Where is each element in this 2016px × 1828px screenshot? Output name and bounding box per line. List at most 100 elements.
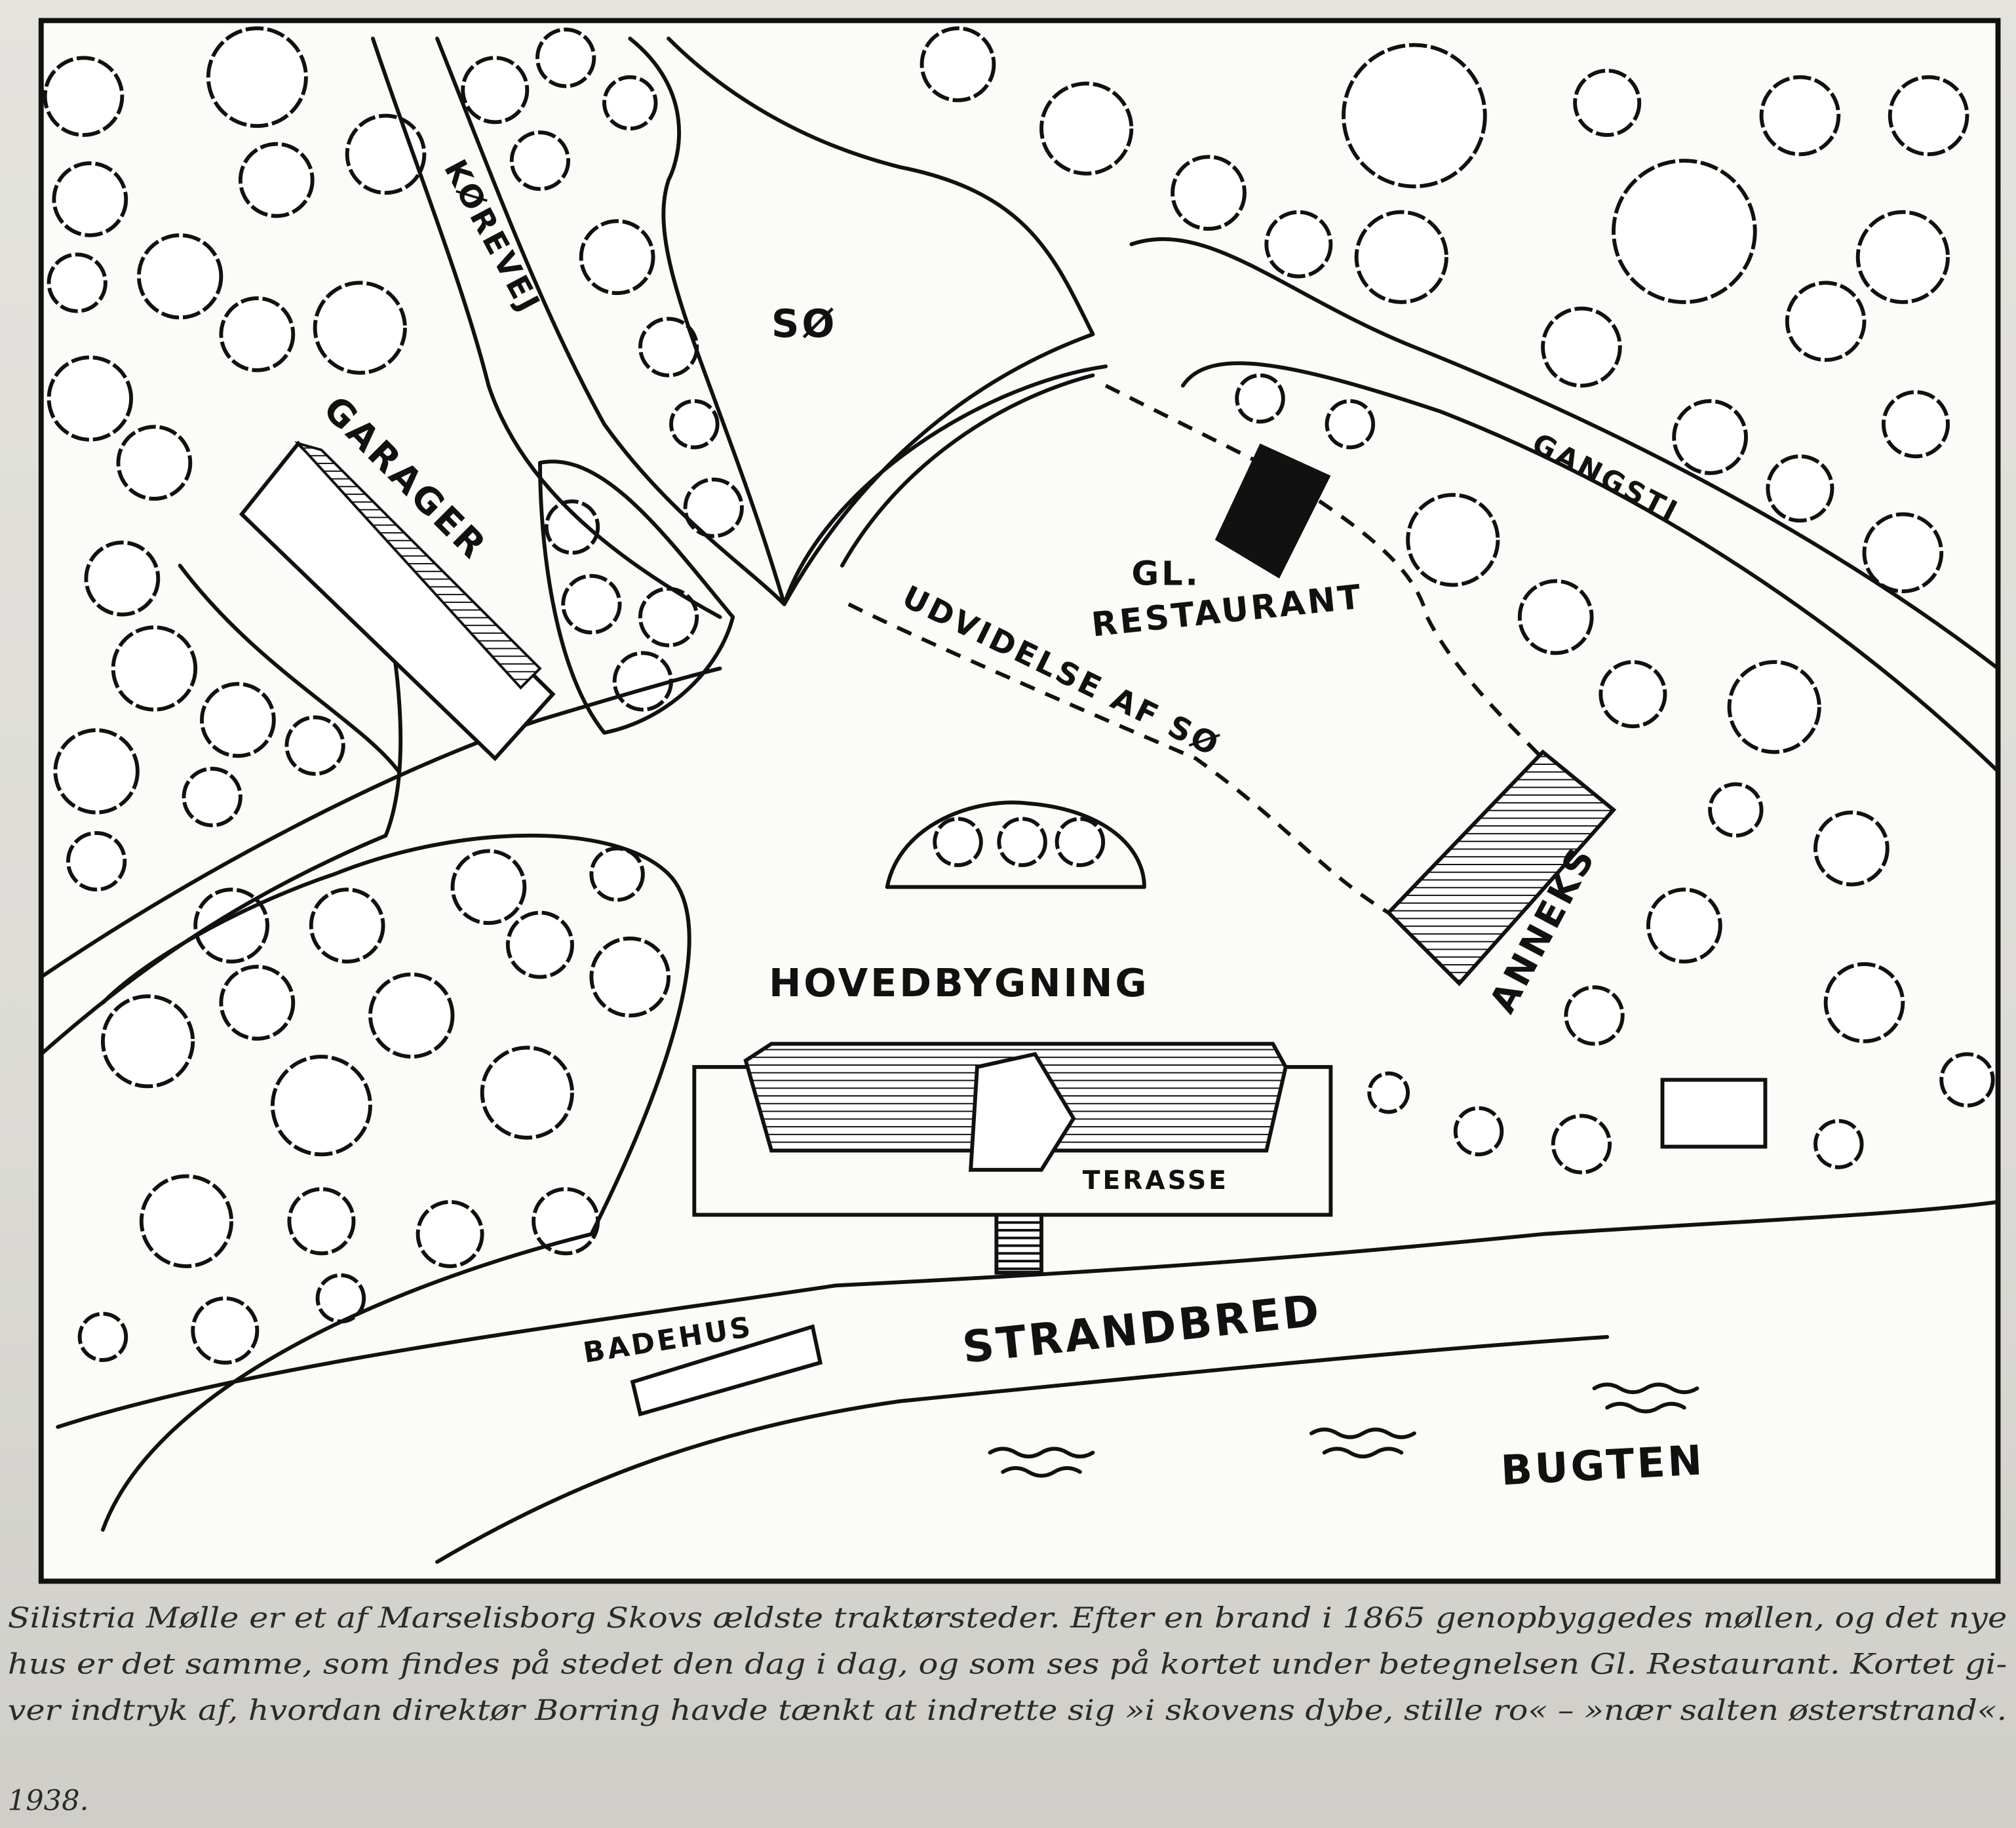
tree-icon xyxy=(544,499,600,555)
tree-icon xyxy=(1325,399,1376,450)
water-waves xyxy=(988,1382,1699,1478)
tree-icon xyxy=(1599,660,1667,729)
tree-icon xyxy=(612,651,673,712)
old-restaurant-building xyxy=(1214,443,1331,579)
tree-icon xyxy=(589,936,671,1018)
path-to-lake xyxy=(782,364,1108,606)
caption-line-3: ver indtryk af, hvordan direktør Borring… xyxy=(8,1694,2007,1727)
lake-extension-line xyxy=(847,602,1390,915)
tree-icon xyxy=(368,972,455,1059)
garage-building xyxy=(239,440,556,762)
footpath-edge-top xyxy=(1129,237,2000,671)
tree-icon xyxy=(1759,75,1841,157)
annex-building xyxy=(1386,749,1617,986)
tree-icon xyxy=(66,830,127,892)
tree-icon xyxy=(461,56,530,125)
tree-icon xyxy=(1354,210,1448,304)
tree-icon xyxy=(505,910,574,979)
tree-icon xyxy=(997,817,1047,867)
trees xyxy=(43,26,1995,1365)
tree-icon xyxy=(1453,1106,1504,1157)
tree-icon xyxy=(1939,1052,1995,1108)
tree-icon xyxy=(509,130,571,191)
driveway-edge-left xyxy=(370,36,722,619)
tree-icon xyxy=(238,142,315,218)
tree-icon xyxy=(53,728,140,815)
tree-icon xyxy=(480,1045,574,1140)
shore-line-lower xyxy=(435,1334,1610,1564)
tree-icon xyxy=(1541,306,1622,388)
tree-icon xyxy=(1406,493,1500,587)
tree-icon xyxy=(111,625,198,712)
tree-icon xyxy=(561,574,622,634)
road-west-top xyxy=(39,666,722,979)
tree-icon xyxy=(602,75,658,131)
small-building xyxy=(1660,1078,1768,1149)
tree-icon xyxy=(1342,43,1487,189)
tree-icon xyxy=(1862,512,1944,594)
tree-icon xyxy=(77,1312,128,1363)
tree-icon xyxy=(47,355,134,442)
path-edge xyxy=(840,373,1095,568)
tree-icon xyxy=(535,28,596,88)
tree-icon xyxy=(116,425,193,501)
tree-icon xyxy=(84,540,161,617)
tree-icon xyxy=(100,994,195,1089)
tree-icon xyxy=(1564,985,1625,1046)
tree-icon xyxy=(1708,782,1764,838)
tree-icon xyxy=(1573,68,1642,137)
garage-roof xyxy=(294,440,542,690)
tree-icon xyxy=(200,682,276,758)
main-building-wing xyxy=(968,1051,1076,1172)
label-old-restaurant-1: GL. xyxy=(1131,554,1200,593)
tree-icon xyxy=(1367,1071,1410,1114)
tree-icon xyxy=(47,252,107,313)
tree-icon xyxy=(1888,75,1969,157)
tree-icon xyxy=(219,296,296,372)
label-lake: SØ xyxy=(771,301,837,346)
bathhouse-building xyxy=(630,1324,823,1417)
caption-line-2: hus er det samme, som findes på stedet d… xyxy=(8,1648,2007,1681)
shore-line-upper xyxy=(56,1199,2000,1429)
tree-icon xyxy=(136,233,223,320)
tree-icon xyxy=(933,817,983,867)
tree-icon xyxy=(287,1187,356,1256)
tree-icon xyxy=(182,766,242,828)
forest-edge xyxy=(100,833,691,1532)
tree-icon xyxy=(219,964,296,1041)
tree-icon xyxy=(52,161,128,237)
tree-icon xyxy=(139,1174,234,1268)
label-bay: BUGTEN xyxy=(1500,1436,1705,1494)
label-main-building: HOVEDBYGNING xyxy=(769,960,1149,1005)
tree-icon xyxy=(206,26,308,128)
tree-icon xyxy=(532,1187,600,1256)
driveway-edge-right xyxy=(435,36,786,606)
caption-line-4: 1938. xyxy=(8,1785,89,1818)
footpath-edge-bottom xyxy=(1180,361,2000,773)
tree-icon xyxy=(43,56,125,137)
tree-icon xyxy=(589,846,645,902)
tree-icon xyxy=(309,887,385,964)
tree-icon xyxy=(683,477,744,538)
lake-shore xyxy=(628,36,1095,606)
road-garage xyxy=(178,564,401,773)
tree-icon xyxy=(1823,962,1905,1043)
tree-icon xyxy=(579,219,655,296)
tree-icon xyxy=(1766,454,1834,523)
stairs xyxy=(994,1213,1043,1275)
tree-icon xyxy=(1855,210,1950,304)
tree-icon xyxy=(1881,390,1950,459)
grove-island xyxy=(537,459,735,735)
tree-icon xyxy=(1646,887,1722,964)
tree-icon xyxy=(270,1055,372,1157)
tree-icon xyxy=(1612,159,1757,304)
tree-icon xyxy=(920,26,996,102)
tree-icon xyxy=(1171,155,1247,231)
tree-icon xyxy=(191,1296,260,1365)
tree-icon xyxy=(1727,660,1821,754)
hedge xyxy=(885,800,1146,889)
tree-icon xyxy=(313,281,407,375)
tree-icon xyxy=(1813,1119,1864,1169)
